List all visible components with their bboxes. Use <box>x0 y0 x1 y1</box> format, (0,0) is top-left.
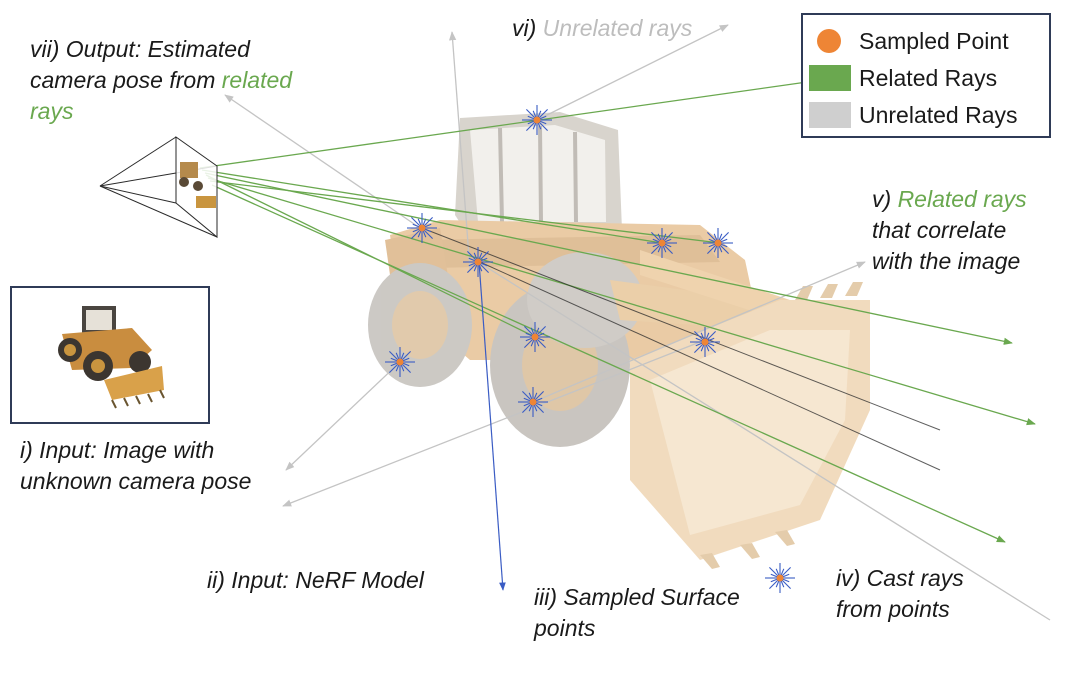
unrelated-ray <box>536 24 729 121</box>
sampled-point-dot <box>418 224 426 232</box>
star-burst-icon <box>522 105 552 135</box>
related-ray <box>205 174 536 338</box>
label-sampled-surface: iii) Sampled Surface points <box>534 582 740 644</box>
label-input-image-line1: i) Input: Image with <box>20 437 215 463</box>
wheel-loader-illustration <box>368 112 870 569</box>
unrelated-ray <box>532 261 866 403</box>
legend-label: Related Rays <box>859 65 998 91</box>
label-cast-rays-line2: from points <box>836 596 950 622</box>
label-output-highlight: related <box>221 67 293 93</box>
unrelated-rays-swatch-icon <box>809 102 851 128</box>
label-unrelated-prefix: vi) <box>512 15 543 41</box>
label-related-rays: v) Related rays that correlate with the … <box>872 184 1027 277</box>
label-input-image: i) Input: Image with unknown camera pose <box>20 435 251 497</box>
label-output-line1: vii) Output: Estimated <box>30 36 250 62</box>
sampled-point-dot <box>529 398 537 406</box>
star-burst-icon <box>647 228 677 258</box>
legend: Sampled Point Related Rays Unrelated Ray… <box>801 13 1051 138</box>
star-burst-icon <box>520 322 550 352</box>
label-nerf-model-text: ii) Input: NeRF Model <box>207 567 424 593</box>
sampled-point-dot <box>396 358 404 366</box>
label-related-line3: with the image <box>872 248 1021 274</box>
unrelated-ray <box>282 339 706 507</box>
input-image-frame <box>10 286 210 424</box>
related-ray <box>209 180 721 244</box>
related-rays <box>199 81 1036 543</box>
star-burst-icon <box>463 247 493 277</box>
related-ray <box>199 81 808 169</box>
star-burst-icon <box>703 228 733 258</box>
star-burst-icon <box>385 347 415 377</box>
label-input-image-line2: unknown camera pose <box>20 468 252 494</box>
legend-item-related-rays: Related Rays <box>803 62 1049 94</box>
overlay-rays <box>421 227 941 471</box>
unrelated-ray <box>474 259 1051 621</box>
legend-label: Sampled Point <box>859 28 1009 54</box>
unrelated-ray <box>448 31 471 271</box>
unrelated-rays <box>224 24 1051 621</box>
label-nerf-model: ii) Input: NeRF Model <box>207 565 424 596</box>
sampled-point-dot <box>531 333 539 341</box>
star-burst-icon <box>690 327 720 357</box>
label-sampled-surface-line1: iii) Sampled Surface <box>534 584 740 610</box>
unrelated-ray <box>285 361 401 471</box>
sampled-point-dot <box>533 116 541 124</box>
unrelated-ray <box>224 94 421 229</box>
sampled-point-dot <box>714 239 722 247</box>
sampled-point-dot <box>776 574 784 582</box>
sampled-points <box>385 105 795 593</box>
star-burst-icon <box>518 387 548 417</box>
input-loader-image <box>58 306 165 409</box>
label-related-line2: that correlate <box>872 217 1007 243</box>
sampled-point-dot <box>701 338 709 346</box>
sampled-point-dot <box>474 258 482 266</box>
nerf-model-ray <box>478 261 506 591</box>
label-output-line2: camera pose from <box>30 67 222 93</box>
label-unrelated-rays: vi) Unrelated rays <box>512 13 692 44</box>
star-burst-icon <box>765 563 795 593</box>
sampled-point-swatch-icon <box>817 29 841 53</box>
label-unrelated-highlight: Unrelated rays <box>542 15 693 41</box>
related-ray <box>207 177 1036 426</box>
related-ray <box>201 169 663 244</box>
legend-item-sampled-point: Sampled Point <box>803 25 1049 57</box>
label-output: vii) Output: Estimated camera pose from … <box>30 34 292 127</box>
label-output-line3: rays <box>30 98 74 124</box>
legend-item-unrelated-rays: Unrelated Rays <box>803 99 1049 131</box>
label-cast-rays: iv) Cast rays from points <box>836 563 964 625</box>
legend-label: Unrelated Rays <box>859 102 1018 128</box>
related-ray <box>204 172 1013 345</box>
related-ray <box>211 184 1006 543</box>
label-related-highlight: Related rays <box>897 186 1027 212</box>
related-rays-swatch-icon <box>809 65 851 91</box>
sampled-point-dot <box>658 239 666 247</box>
label-related-prefix: v) <box>872 186 898 212</box>
camera-frustum-icon <box>99 136 218 239</box>
label-cast-rays-line1: iv) Cast rays <box>836 565 964 591</box>
label-sampled-surface-line2: points <box>534 615 596 641</box>
star-burst-icon <box>407 213 437 243</box>
